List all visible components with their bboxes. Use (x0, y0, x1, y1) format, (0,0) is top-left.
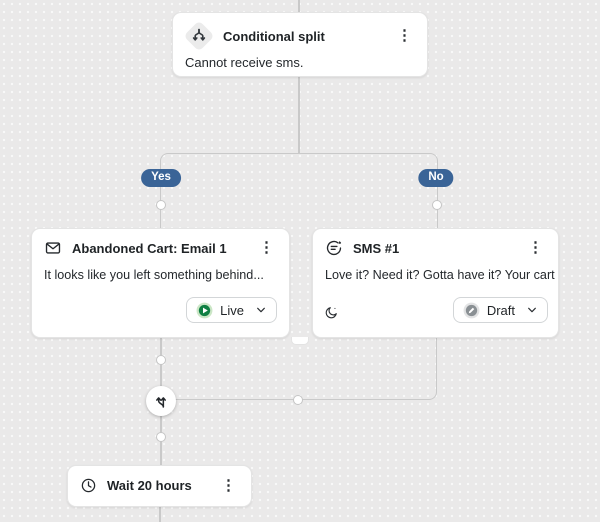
sms-status-label: Draft (486, 302, 515, 318)
chevron-down-icon (526, 304, 538, 316)
email-status-dropdown[interactable]: Live (186, 297, 277, 323)
email-preview-text: It looks like you left something behind.… (44, 268, 264, 282)
connector-node[interactable] (156, 355, 166, 365)
kebab-menu-icon[interactable]: ⋮ (259, 239, 274, 256)
branch-collapse-tab[interactable] (291, 337, 309, 345)
conditional-split-description: Cannot receive sms. (185, 55, 304, 70)
connector-node[interactable] (432, 200, 442, 210)
conditional-split-card[interactable]: Conditional split ⋮ Cannot receive sms. (172, 12, 428, 77)
wait-card[interactable]: Wait 20 hours ⋮ (67, 465, 252, 507)
sms-chat-icon (325, 239, 343, 257)
merge-node[interactable] (146, 386, 176, 416)
split-arrows-icon (183, 20, 215, 52)
connector-split-stem (298, 77, 300, 154)
kebab-menu-icon[interactable]: ⋮ (528, 239, 543, 256)
connector-merge (161, 338, 437, 400)
wait-card-title: Wait 20 hours (107, 478, 192, 493)
chevron-down-icon (255, 304, 267, 316)
clock-icon (80, 477, 97, 494)
connector-wait-down (159, 507, 161, 522)
connector-branch (160, 153, 438, 228)
connector-node[interactable] (156, 200, 166, 210)
conditional-split-title: Conditional split (223, 28, 325, 44)
merge-arrows-icon (152, 392, 170, 410)
branch-label-no: No (418, 169, 454, 187)
sms-status-dropdown[interactable]: Draft (452, 297, 548, 323)
branch-label-yes: Yes (141, 169, 181, 187)
moon-icon (324, 305, 339, 320)
envelope-icon (44, 239, 62, 257)
connector-node[interactable] (156, 432, 166, 442)
email-card-title: Abandoned Cart: Email 1 (72, 240, 227, 256)
sms-preview-text: Love it? Need it? Gotta have it? Your ca… (325, 268, 558, 282)
play-circle-icon (196, 302, 213, 319)
sms-card[interactable]: SMS #1 ⋮ Love it? Need it? Gotta have it… (312, 228, 559, 338)
connector-node[interactable] (293, 395, 303, 405)
connector-top-stem (298, 0, 300, 13)
email-card[interactable]: Abandoned Cart: Email 1 ⋮ It looks like … (31, 228, 290, 338)
kebab-menu-icon[interactable]: ⋮ (221, 476, 236, 494)
email-status-label: Live (220, 302, 244, 318)
sms-card-title: SMS #1 (353, 240, 400, 256)
kebab-menu-icon[interactable]: ⋮ (397, 27, 412, 44)
pencil-circle-icon (463, 302, 480, 319)
